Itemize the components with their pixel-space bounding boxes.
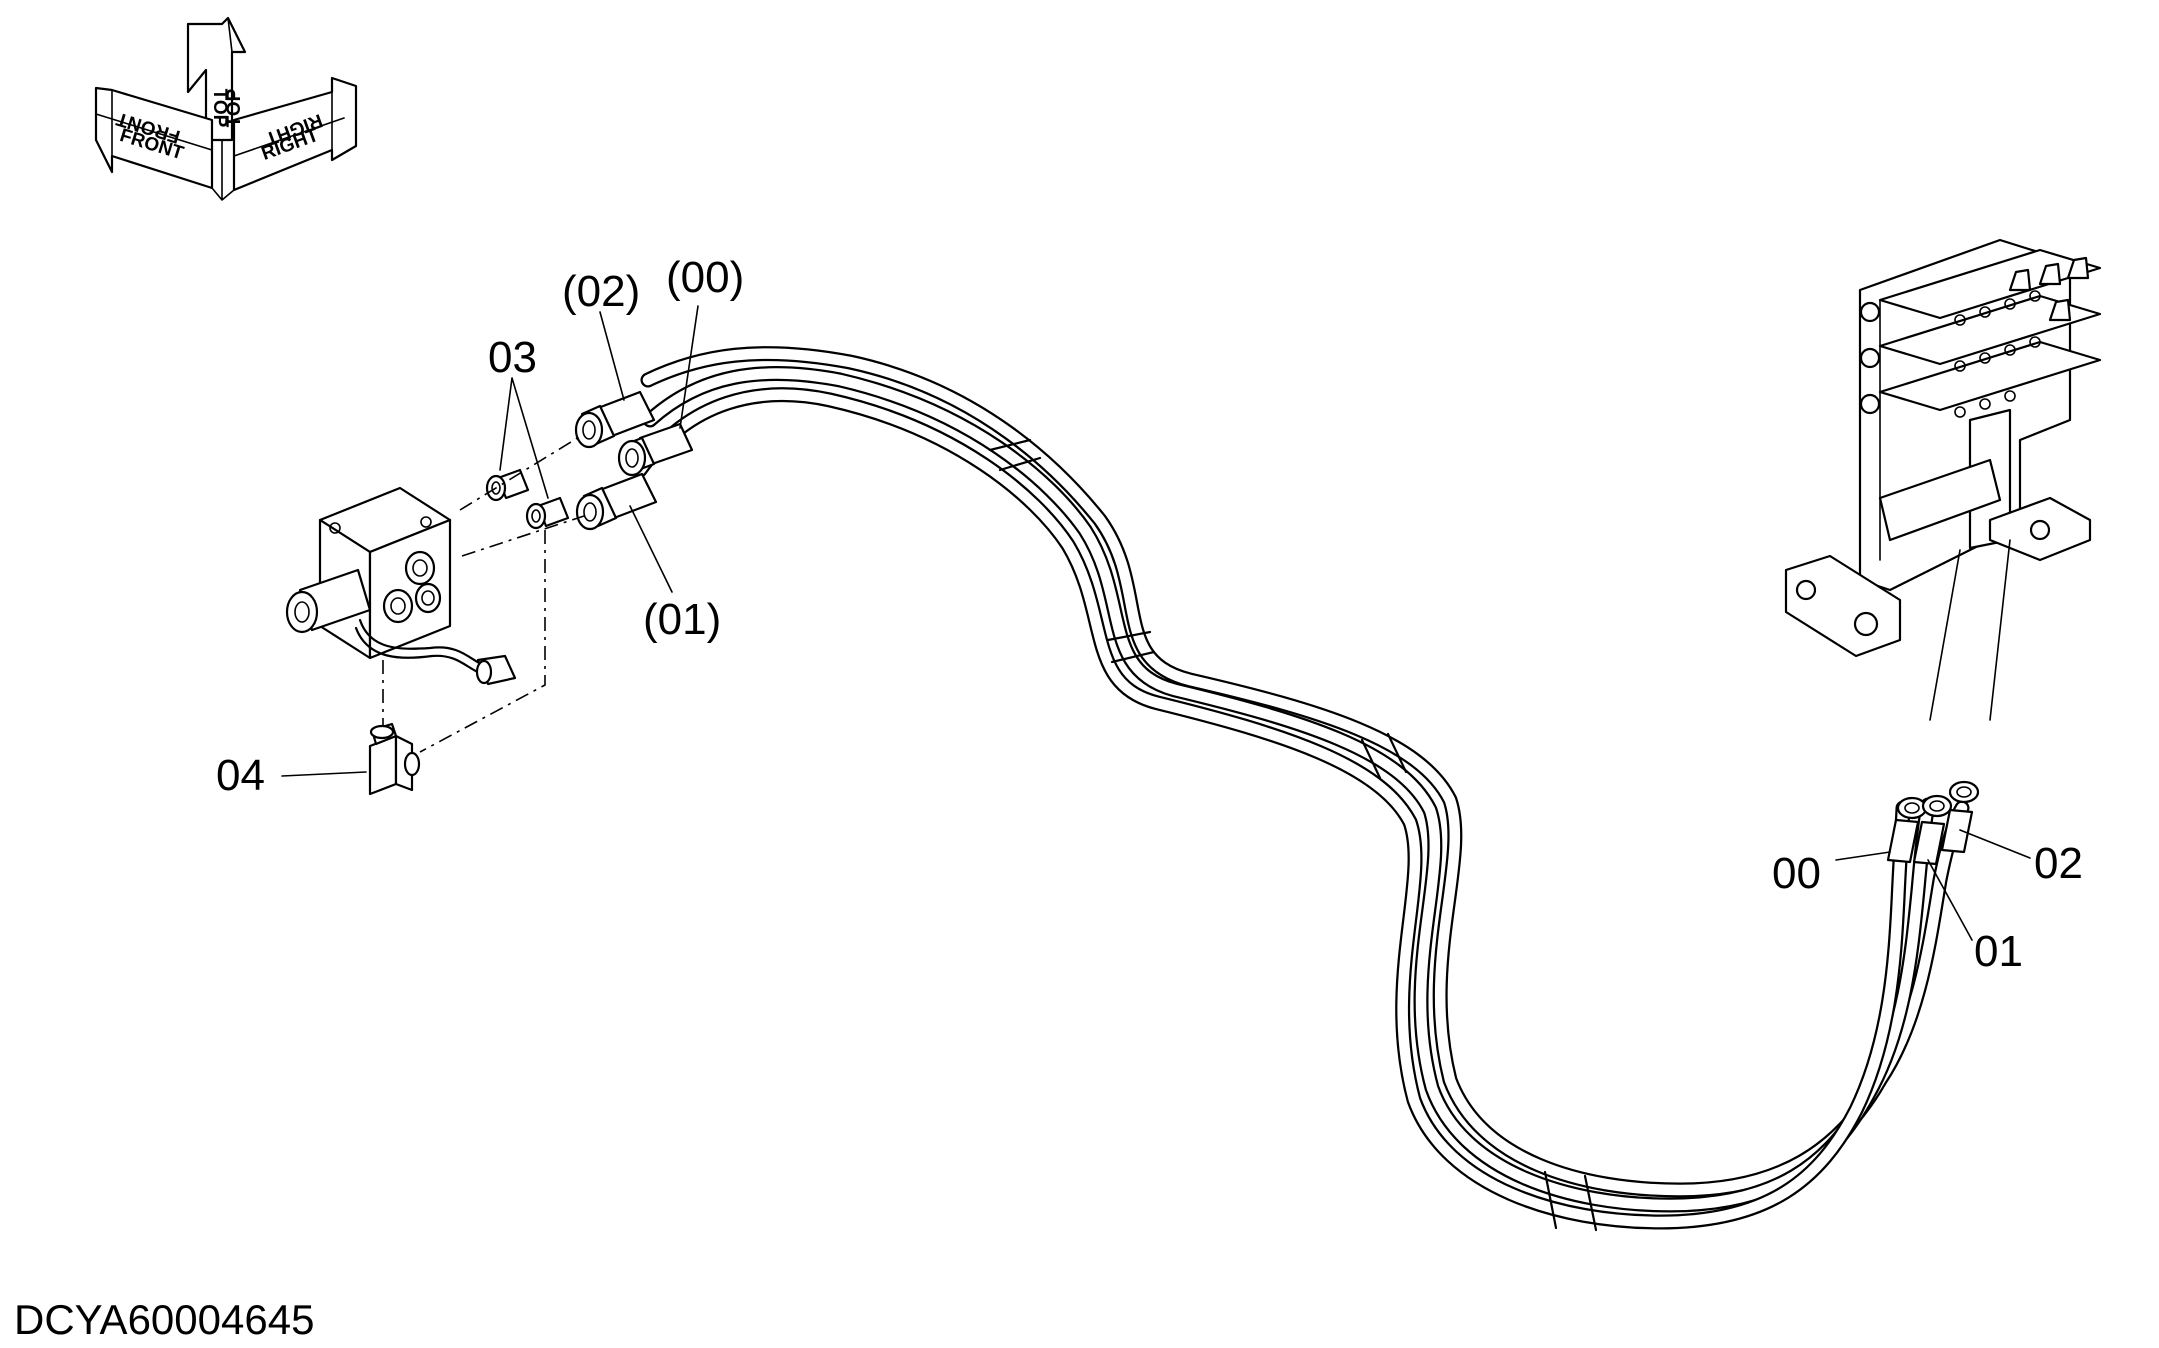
callout-adapter-03: 03 — [488, 333, 537, 382]
elbow-fitting-04 — [368, 722, 421, 796]
front-arrow-edge — [95, 87, 213, 157]
callout-elbow-04: 04 — [216, 751, 265, 800]
hose-clamp — [1360, 732, 1408, 780]
bracket-mid-plate — [1878, 294, 2102, 366]
right-arrow-edge — [233, 85, 357, 157]
adapter-03-lower — [525, 496, 570, 530]
hose-end-01-right — [1912, 794, 1953, 866]
solenoid-wire — [358, 618, 487, 668]
compass-corner — [211, 139, 235, 201]
callout-hose-01-left: (01) — [643, 595, 721, 644]
hose-end-00-right — [1886, 796, 1928, 864]
leader-02-left — [599, 311, 625, 401]
leader-04 — [281, 771, 367, 777]
top-label-mirrored: TOP — [224, 88, 245, 127]
hose-clamp — [988, 438, 1042, 472]
hose-02 — [640, 346, 1970, 1198]
hose-end-01-left — [575, 472, 658, 531]
hose-00 — [642, 366, 1936, 1213]
hose-end-00-left — [617, 422, 694, 477]
center-line — [461, 515, 585, 557]
hose-end-02-right — [1940, 780, 1980, 854]
callout-hose-02-left: (02) — [562, 267, 640, 316]
callout-hose-00-left: (00) — [666, 253, 744, 302]
hose-clamp — [1543, 1170, 1598, 1232]
bracket-rail — [1878, 458, 2002, 542]
callout-hose-01-right: 01 — [1974, 927, 2023, 976]
adapter-03-upper — [485, 468, 530, 502]
callout-hose-02-right: 02 — [2034, 839, 2083, 888]
hose-end-02-left — [574, 390, 656, 449]
bracket-low-plate — [1878, 340, 2102, 412]
leader-02-right — [1959, 829, 2031, 859]
leader-00-left — [679, 305, 699, 429]
orientation-compass: FRONT FRONT TOP TOP RIGHT RIGHT — [94, 16, 358, 201]
front-arrow — [94, 86, 214, 190]
leader-03 — [499, 377, 549, 499]
leader-lines — [281, 305, 2031, 941]
leader-01-right — [1927, 859, 1973, 941]
solenoid-valve-block — [285, 486, 517, 686]
center-line — [419, 530, 546, 753]
center-line — [459, 433, 585, 511]
leader-00-right — [1835, 851, 1891, 861]
drawing-id: DCYA60004645 — [14, 1296, 314, 1343]
top-label: TOP — [209, 89, 230, 128]
top-arrow — [186, 16, 247, 142]
mounting-bracket — [1784, 238, 2102, 721]
hose-01 — [632, 387, 1911, 1230]
callout-hose-00-right: 00 — [1772, 849, 1821, 898]
leader-01-left — [629, 505, 673, 593]
hose-bundle — [632, 346, 1970, 1232]
hose-clamp — [1106, 630, 1156, 664]
